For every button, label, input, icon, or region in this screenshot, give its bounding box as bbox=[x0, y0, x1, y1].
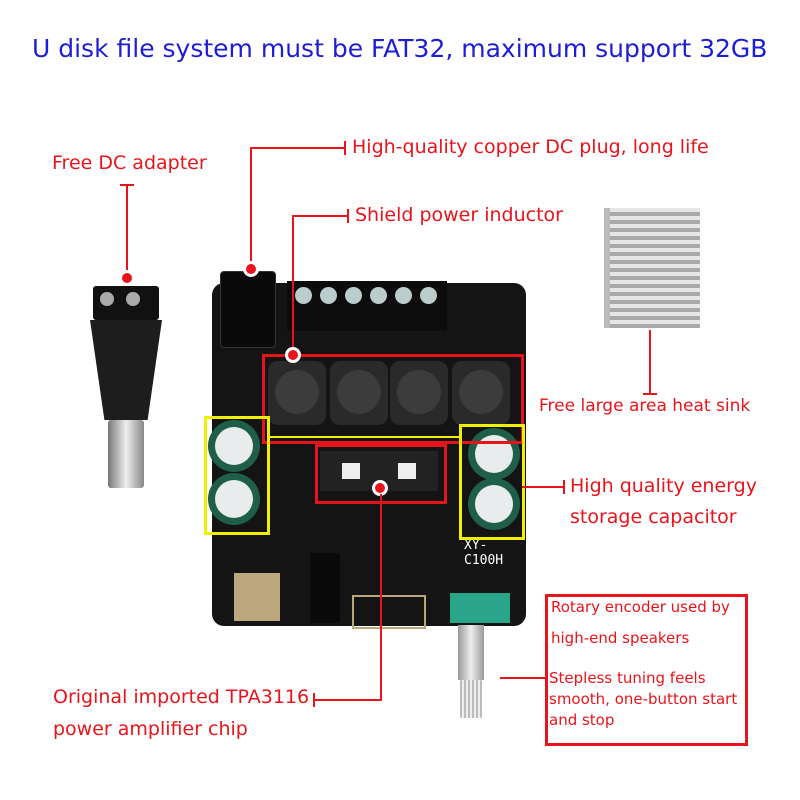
heat-sink-image bbox=[604, 208, 700, 328]
capacitor-highlight-left bbox=[204, 416, 270, 535]
dc-jack bbox=[220, 271, 276, 348]
capacitor-highlight-right bbox=[459, 424, 525, 540]
usb-port bbox=[234, 573, 280, 621]
amplifier-board: XY-C100H bbox=[208, 271, 526, 629]
label-encoder-1: Rotary encoder used by bbox=[551, 598, 730, 616]
label-encoder-4: smooth, one-button start bbox=[549, 690, 738, 708]
rotary-encoder bbox=[450, 593, 510, 623]
board-model: XY-C100H bbox=[464, 538, 504, 568]
encoder-callout-box bbox=[545, 594, 748, 746]
audio-jack bbox=[310, 553, 340, 623]
label-chip-2: power amplifier chip bbox=[53, 718, 248, 740]
label-dc-plug: High-quality copper DC plug, long life bbox=[352, 136, 709, 158]
label-inductor: Shield power inductor bbox=[355, 204, 563, 226]
label-encoder-3: Stepless tuning feels bbox=[549, 669, 706, 687]
label-capacitor-1: High quality energy bbox=[570, 475, 757, 497]
inductor-highlight bbox=[262, 354, 524, 444]
callout-dot bbox=[119, 270, 135, 286]
label-heat-sink: Free large area heat sink bbox=[539, 396, 751, 416]
headline: U disk file system must be FAT32, maximu… bbox=[32, 34, 768, 63]
antenna bbox=[352, 595, 426, 629]
label-dc-adapter: Free DC adapter bbox=[52, 152, 207, 174]
label-encoder-2: high-end speakers bbox=[551, 629, 690, 647]
label-capacitor-2: storage capacitor bbox=[570, 506, 737, 528]
label-encoder-5: and stop bbox=[549, 711, 615, 729]
terminal-block bbox=[287, 281, 447, 331]
label-chip-1: Original imported TPA3116 bbox=[53, 686, 310, 708]
